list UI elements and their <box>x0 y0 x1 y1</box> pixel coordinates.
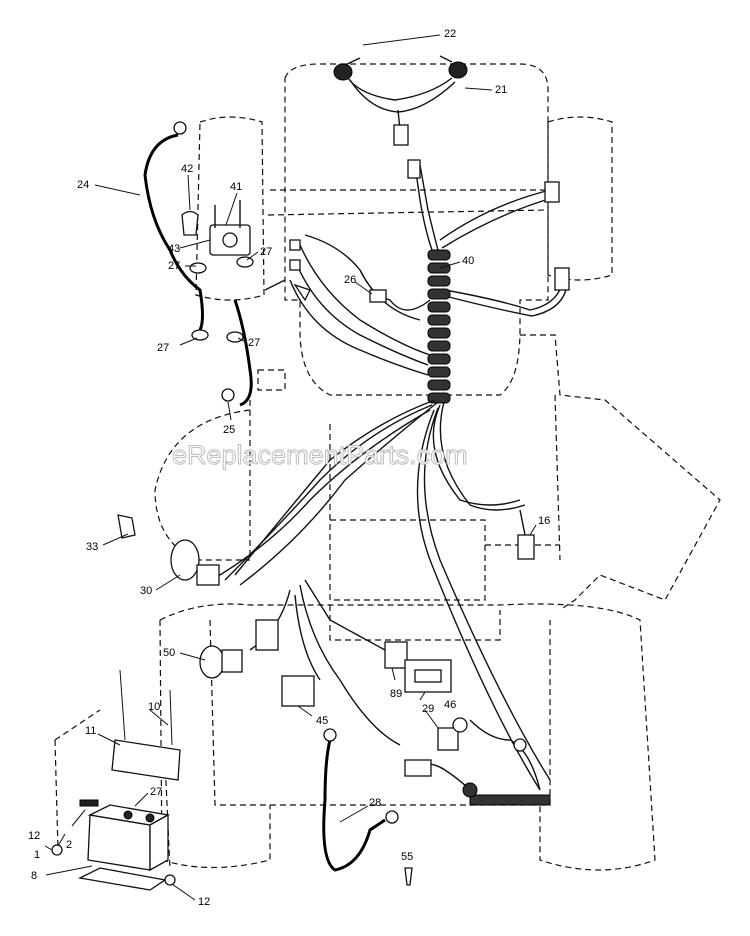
main-harness <box>214 159 570 791</box>
callout-10: 10 <box>148 701 160 713</box>
bolt-2 <box>79 799 99 807</box>
solenoid-assembly <box>143 121 311 407</box>
clip-33 <box>117 514 136 539</box>
callout-40: 40 <box>462 255 474 267</box>
callout-2: 2 <box>66 839 72 851</box>
plug-connector <box>255 619 279 651</box>
battery-tray-8 <box>77 867 167 891</box>
callout-89: 89 <box>390 688 402 700</box>
callout-21: 21 <box>495 84 507 96</box>
components <box>117 289 551 806</box>
callout-22: 22 <box>444 28 456 40</box>
callout-27b: 27 <box>260 246 272 258</box>
callout-12a: 12 <box>28 830 40 842</box>
callout-46: 46 <box>444 699 456 711</box>
coiled-cord <box>404 738 551 806</box>
callout-12b: 12 <box>198 896 210 908</box>
leader-lines <box>44 34 537 901</box>
callout-45: 45 <box>316 715 328 727</box>
bracket-89 <box>384 641 408 669</box>
callout-29: 29 <box>422 703 434 715</box>
callout-16: 16 <box>538 515 550 527</box>
callout-27a: 27 <box>168 260 180 272</box>
relay-16 <box>517 534 535 560</box>
gauge-46 <box>404 659 452 693</box>
callout-50: 50 <box>163 647 175 659</box>
connector-26 <box>369 289 387 303</box>
mount-45 <box>281 675 315 707</box>
battery-assembly <box>51 669 413 891</box>
callout-24: 24 <box>77 179 89 191</box>
switch-50 <box>199 645 225 679</box>
callout-1: 1 <box>34 849 40 861</box>
callout-25: 25 <box>223 424 235 436</box>
ignition-switch-30 <box>170 539 200 581</box>
callout-11: 11 <box>85 725 96 737</box>
callout-33: 33 <box>86 541 98 553</box>
callout-41: 41 <box>230 181 242 193</box>
hold-down-11 <box>111 739 181 781</box>
callout-8: 8 <box>31 870 37 882</box>
callout-42: 42 <box>181 163 193 175</box>
callout-26: 26 <box>344 274 356 286</box>
callout-43: 43 <box>168 243 180 255</box>
loom-40 <box>427 249 451 404</box>
callout-55: 55 <box>401 851 413 863</box>
headlight-harness <box>333 55 468 146</box>
callout-27e: 27 <box>150 786 162 798</box>
callout-27d: 27 <box>248 337 260 349</box>
watermark: eReplacementParts.com <box>172 440 468 470</box>
callout-labels: 22 21 24 42 41 43 27 27 27 27 27 40 26 2… <box>28 28 550 908</box>
fastener-55 <box>404 867 413 886</box>
callout-30: 30 <box>140 585 152 597</box>
callout-28: 28 <box>369 797 381 809</box>
callout-27c: 27 <box>157 342 169 354</box>
switch-29 <box>437 727 459 751</box>
